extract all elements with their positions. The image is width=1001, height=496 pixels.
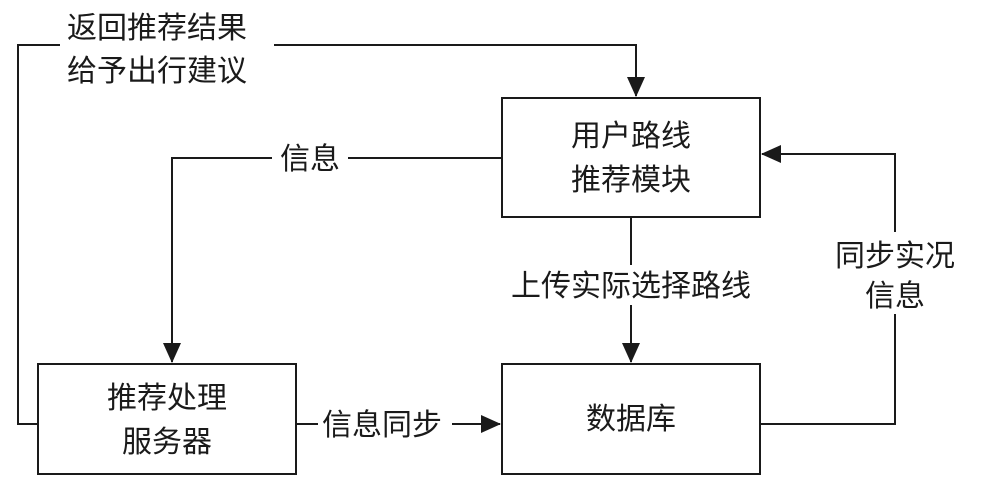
node-recommendation-server: 推荐处理 服务器 bbox=[37, 363, 297, 475]
node-database: 数据库 bbox=[501, 363, 761, 475]
edge-return-recommendation-line bbox=[17, 44, 645, 425]
edge-upload-route-label: 上传实际选择路线 bbox=[511, 269, 751, 304]
node-route-recommendation-module: 用户路线 推荐模块 bbox=[501, 97, 761, 218]
edge-return-recommendation-label-line2: 给予出行建议 bbox=[67, 54, 247, 89]
edge-sync-realtime-label-bg bbox=[822, 232, 970, 314]
route-module-label-line2: 推荐模块 bbox=[571, 163, 691, 198]
edge-info: 信息 bbox=[163, 140, 502, 363]
route-module-label-line1: 用户路线 bbox=[571, 119, 691, 154]
database-box bbox=[501, 363, 761, 475]
edge-info-line bbox=[163, 157, 502, 363]
database-label: 数据库 bbox=[586, 402, 676, 437]
edge-sync-realtime: 同步实况 信息 bbox=[760, 145, 970, 425]
edge-info-sync-label-bg bbox=[318, 404, 452, 444]
server-box bbox=[37, 363, 297, 475]
server-label-line1: 推荐处理 bbox=[107, 381, 227, 416]
edge-info-sync-label: 信息同步 bbox=[322, 408, 442, 443]
server-label-line2: 服务器 bbox=[122, 425, 212, 460]
edge-return-recommendation-label-bg bbox=[60, 8, 274, 90]
edge-info-label: 信息 bbox=[280, 142, 340, 177]
edge-sync-realtime-label-line2: 信息 bbox=[865, 279, 925, 314]
edge-upload-route: 上传实际选择路线 bbox=[490, 217, 765, 363]
edge-info-label-bg bbox=[272, 140, 348, 178]
edge-info-sync: 信息同步 bbox=[296, 404, 501, 444]
edge-upload-route-label-bg bbox=[490, 265, 765, 305]
edge-sync-realtime-label-line1: 同步实况 bbox=[835, 239, 955, 274]
edge-return-recommendation: 返回推荐结果 给予出行建议 bbox=[17, 8, 645, 425]
edge-return-recommendation-label-line1: 返回推荐结果 bbox=[67, 11, 247, 46]
route-module-box bbox=[501, 97, 761, 218]
